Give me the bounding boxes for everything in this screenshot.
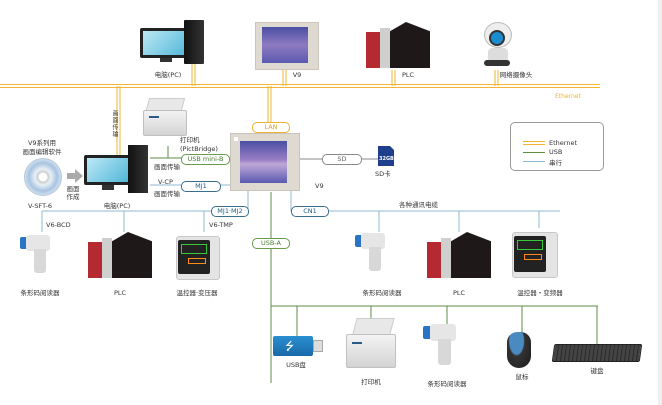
sd-capacity: 32GB	[379, 156, 394, 162]
usb-drive-device: ⭍	[273, 336, 325, 356]
top-v9-label: V9	[292, 71, 302, 79]
ethernet-swatch	[523, 141, 545, 145]
sd-card-device: 32GB	[378, 146, 394, 166]
top-v9-device	[255, 22, 319, 70]
left-pc-device	[84, 143, 150, 197]
software-title-line1: V9系列用	[27, 139, 57, 147]
right-barcode-reader-label: 条形码阅读器	[362, 289, 402, 297]
usb-a-port-badge: USB-A	[252, 238, 290, 249]
left-barcode-reader-device	[20, 235, 52, 281]
webcam-label: 网络摄像头	[499, 71, 533, 79]
ethernet-lines	[0, 64, 600, 157]
serial-swatch	[523, 161, 545, 162]
right-plc-device	[427, 232, 491, 280]
software-title-line2: 画面编辑软件	[22, 148, 62, 156]
right-temp-controller-device	[512, 228, 558, 280]
create-label-line1: 画面	[66, 185, 80, 193]
usb-barcode-reader-label: 条形码阅读器	[427, 380, 467, 388]
right-barcode-reader-device	[355, 233, 387, 279]
lan-port-badge: LAN	[252, 122, 290, 133]
vcp-label: V-CP	[158, 178, 173, 186]
legend-box: Ethernet USB 串行	[510, 122, 604, 171]
mj1-transfer-label: 画面传输	[154, 190, 180, 198]
printer-label-line1: 打印机	[180, 136, 200, 144]
webcam-device	[480, 22, 514, 68]
ethernet-line-label: Ethernet	[555, 93, 581, 100]
usb-mini-b-port-badge: USB mini-B	[181, 154, 230, 165]
cn1-port-badge: CN1	[291, 206, 329, 217]
top-pc-device	[140, 12, 210, 64]
mj1-port-badge: MJ1	[181, 181, 221, 192]
right-temp-controller-label: 温控器・变频器	[517, 289, 563, 297]
mj1-mj2-port-badge: MJ1·MJ2	[211, 206, 249, 217]
create-arrow-icon	[67, 169, 83, 183]
software-cd	[24, 158, 62, 196]
left-barcode-reader-label: 条形码阅读器	[20, 289, 60, 297]
left-temp-controller-label: 温控器·变压器	[176, 289, 218, 297]
left-temp-controller-device	[176, 232, 220, 280]
top-plc-label: PLC	[401, 71, 415, 79]
usb-barcode-reader-device	[423, 324, 457, 372]
left-plc-device	[88, 232, 152, 280]
create-label-line2: 作成	[66, 193, 80, 201]
center-v9-label: V9	[315, 182, 324, 190]
touch-panel-hmi-icon	[230, 133, 300, 191]
vertical-transfer-label: 画面传输	[111, 110, 118, 138]
keyboard-label: 键盘	[590, 367, 604, 375]
top-pc-label: 电脑(PC)	[154, 71, 182, 79]
touch-panel-hmi-icon	[255, 22, 319, 70]
mouse-device	[505, 332, 535, 372]
right-edge-bar	[658, 0, 662, 405]
v6-bcd-label: V6-BCD	[46, 221, 71, 229]
mouse-label: 鼠标	[515, 373, 529, 381]
left-plc-label: PLC	[113, 289, 127, 297]
cd-disc-icon	[24, 158, 62, 196]
usb-transfer-label: 画面传输	[154, 163, 180, 171]
v6-tmp-label: V6-TMP	[209, 221, 233, 229]
left-pc-label: 电脑(PC)	[103, 202, 131, 210]
keyboard-device	[551, 344, 643, 362]
sd-card-label: SD卡	[375, 170, 391, 178]
pictbridge-printer-device	[143, 98, 187, 138]
top-plc-device	[366, 22, 430, 70]
software-name: V-SFT-6	[27, 202, 53, 210]
sd-port-badge: SD	[322, 154, 362, 165]
usb-swatch	[523, 152, 545, 153]
usb-printer-device	[346, 318, 396, 370]
cable-label: 各种通讯电缆	[399, 201, 438, 209]
printer-label-line2: (PictBridge)	[180, 145, 218, 153]
usb-printer-label: 打印机	[361, 378, 381, 386]
right-plc-label: PLC	[452, 289, 466, 297]
center-v9-device	[230, 133, 300, 191]
usb-drive-label: USB盘	[286, 361, 306, 369]
sd-card-icon: 32GB	[378, 146, 394, 166]
